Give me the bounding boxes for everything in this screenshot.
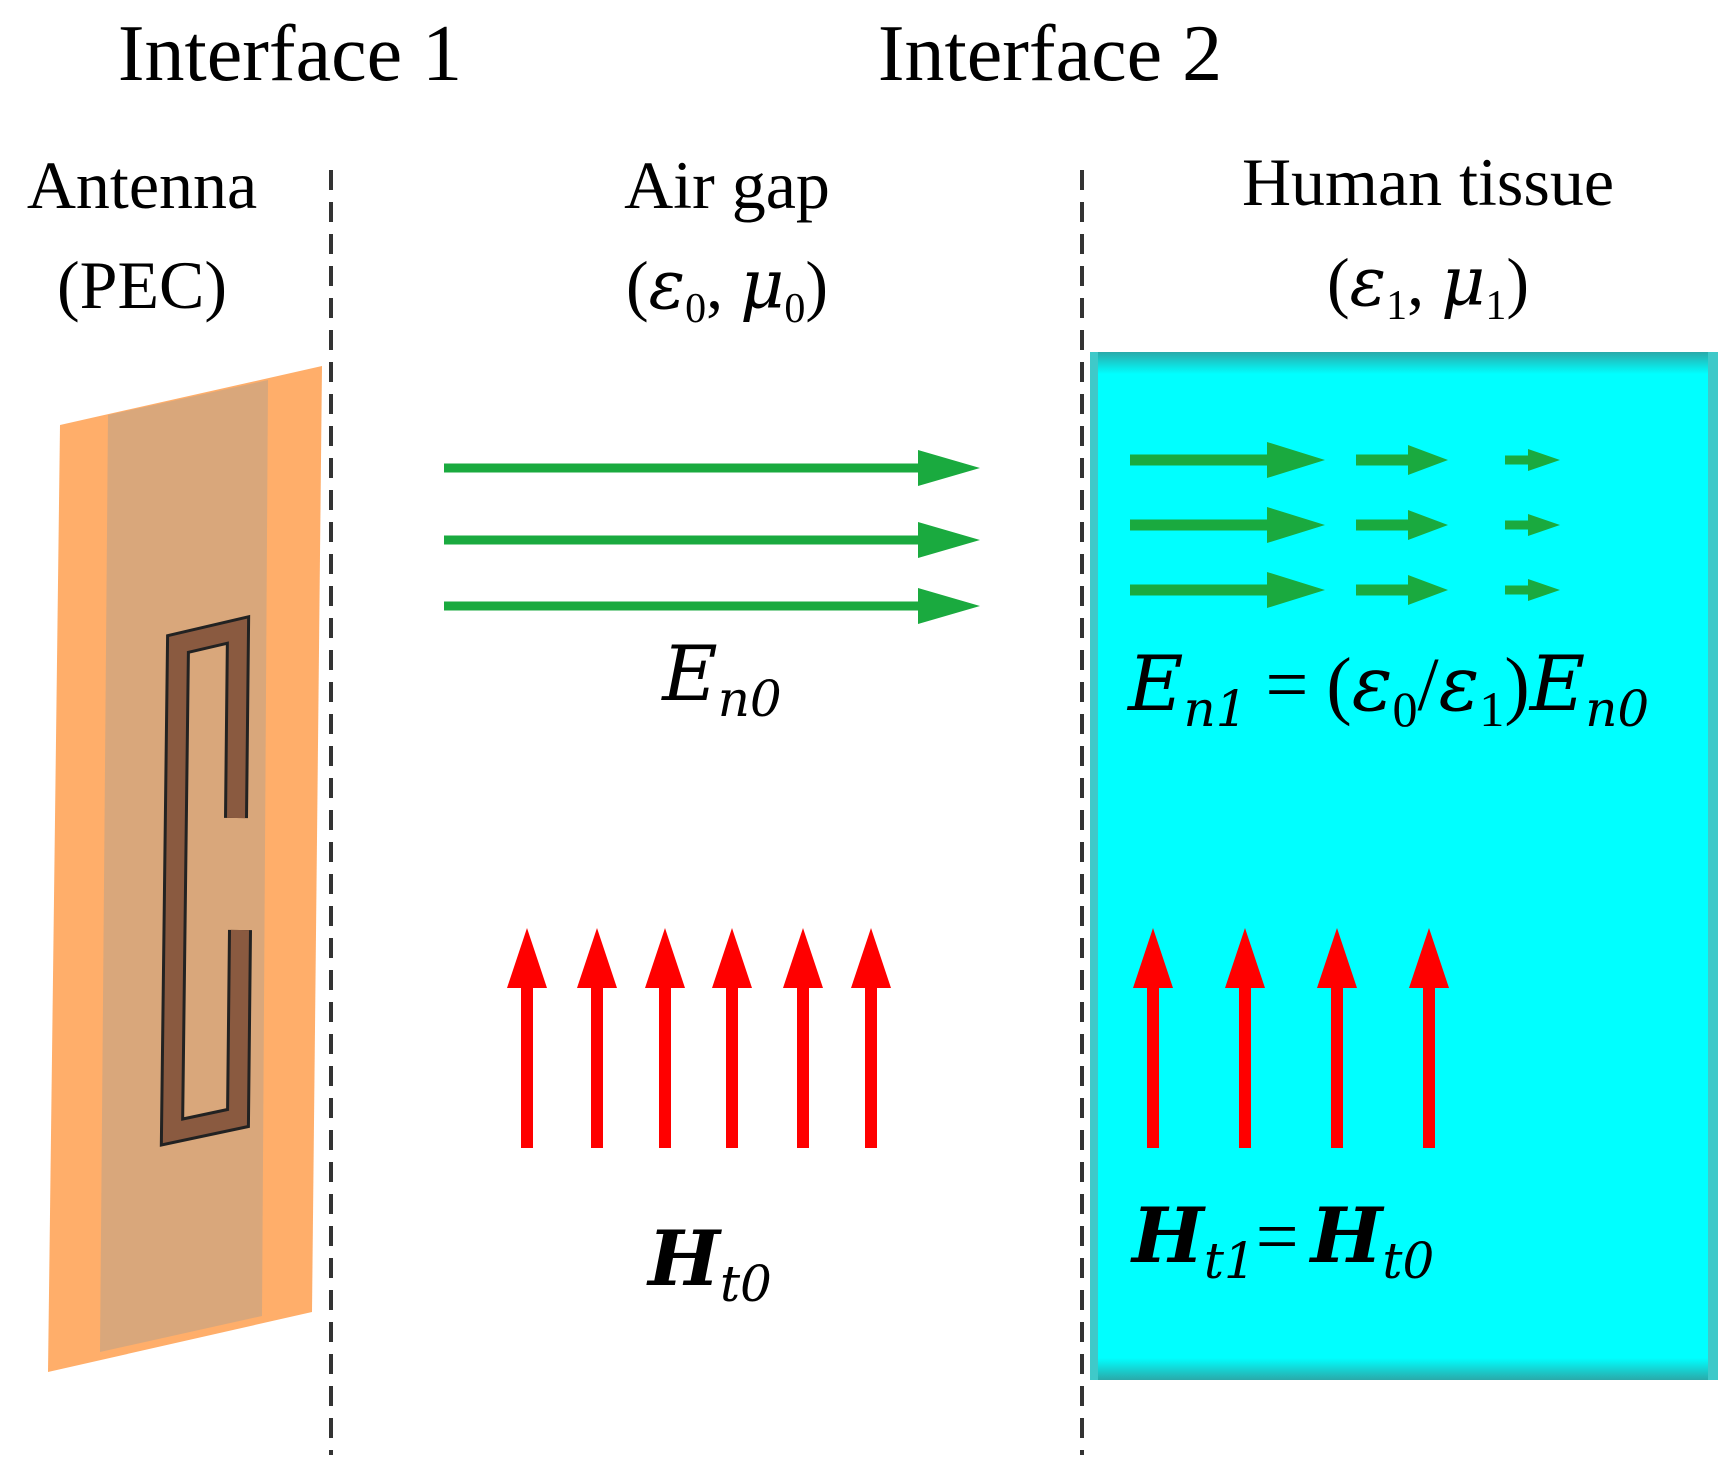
up-arrow-icon — [783, 928, 823, 1148]
h-air-label: Ht0 — [646, 1214, 772, 1313]
tissue-top-edge — [1090, 352, 1718, 374]
up-arrow-icon — [1409, 928, 1449, 1148]
airgap-label: Air gap — [624, 147, 830, 223]
right-arrow-icon — [1505, 449, 1560, 471]
up-arrow-icon — [507, 928, 547, 1148]
up-arrow-icon — [712, 928, 752, 1148]
interface-2-header: Interface 2 — [878, 10, 1222, 98]
h-field-air-arrows — [507, 928, 891, 1148]
up-arrow-icon — [577, 928, 617, 1148]
right-arrow-icon — [1130, 572, 1325, 608]
h-field-tissue-arrows — [1133, 928, 1449, 1148]
antenna-material-label: (PEC) — [57, 247, 227, 323]
antenna-patch-icon — [48, 366, 322, 1372]
e-field-tissue-arrows — [1130, 442, 1560, 608]
right-arrow-icon — [1130, 442, 1325, 478]
interface-1-header: Interface 1 — [118, 10, 462, 98]
right-arrow-icon — [1356, 445, 1448, 475]
right-arrow-icon — [444, 588, 980, 624]
right-arrow-icon — [1356, 575, 1448, 605]
antenna-slot-outline — [162, 618, 249, 1144]
e-field-air-arrows — [444, 450, 980, 624]
up-arrow-icon — [645, 928, 685, 1148]
tissue-left-edge — [1090, 352, 1098, 1380]
up-arrow-icon — [851, 928, 891, 1148]
right-arrow-icon — [444, 450, 980, 486]
h-tissue-label: Ht1=Ht0 — [1130, 1191, 1434, 1290]
antenna-label: Antenna — [27, 147, 257, 223]
tissue-params: (ε1, μ1) — [1327, 243, 1529, 329]
right-arrow-icon — [1356, 510, 1448, 540]
right-arrow-icon — [1505, 514, 1560, 536]
right-arrow-icon — [1505, 579, 1560, 601]
tissue-label: Human tissue — [1242, 144, 1614, 220]
e-tissue-label: En1=(ε0/ε1)En0 — [1126, 639, 1649, 738]
tissue-bottom-edge — [1090, 1358, 1718, 1380]
tissue-right-edge — [1708, 352, 1718, 1380]
right-arrow-icon — [1130, 507, 1325, 543]
e-air-label: En0 — [660, 629, 782, 728]
up-arrow-icon — [1133, 928, 1173, 1148]
airgap-params: (ε0, μ0) — [626, 246, 828, 332]
up-arrow-icon — [1225, 928, 1265, 1148]
up-arrow-icon — [1317, 928, 1357, 1148]
right-arrow-icon — [444, 522, 980, 558]
